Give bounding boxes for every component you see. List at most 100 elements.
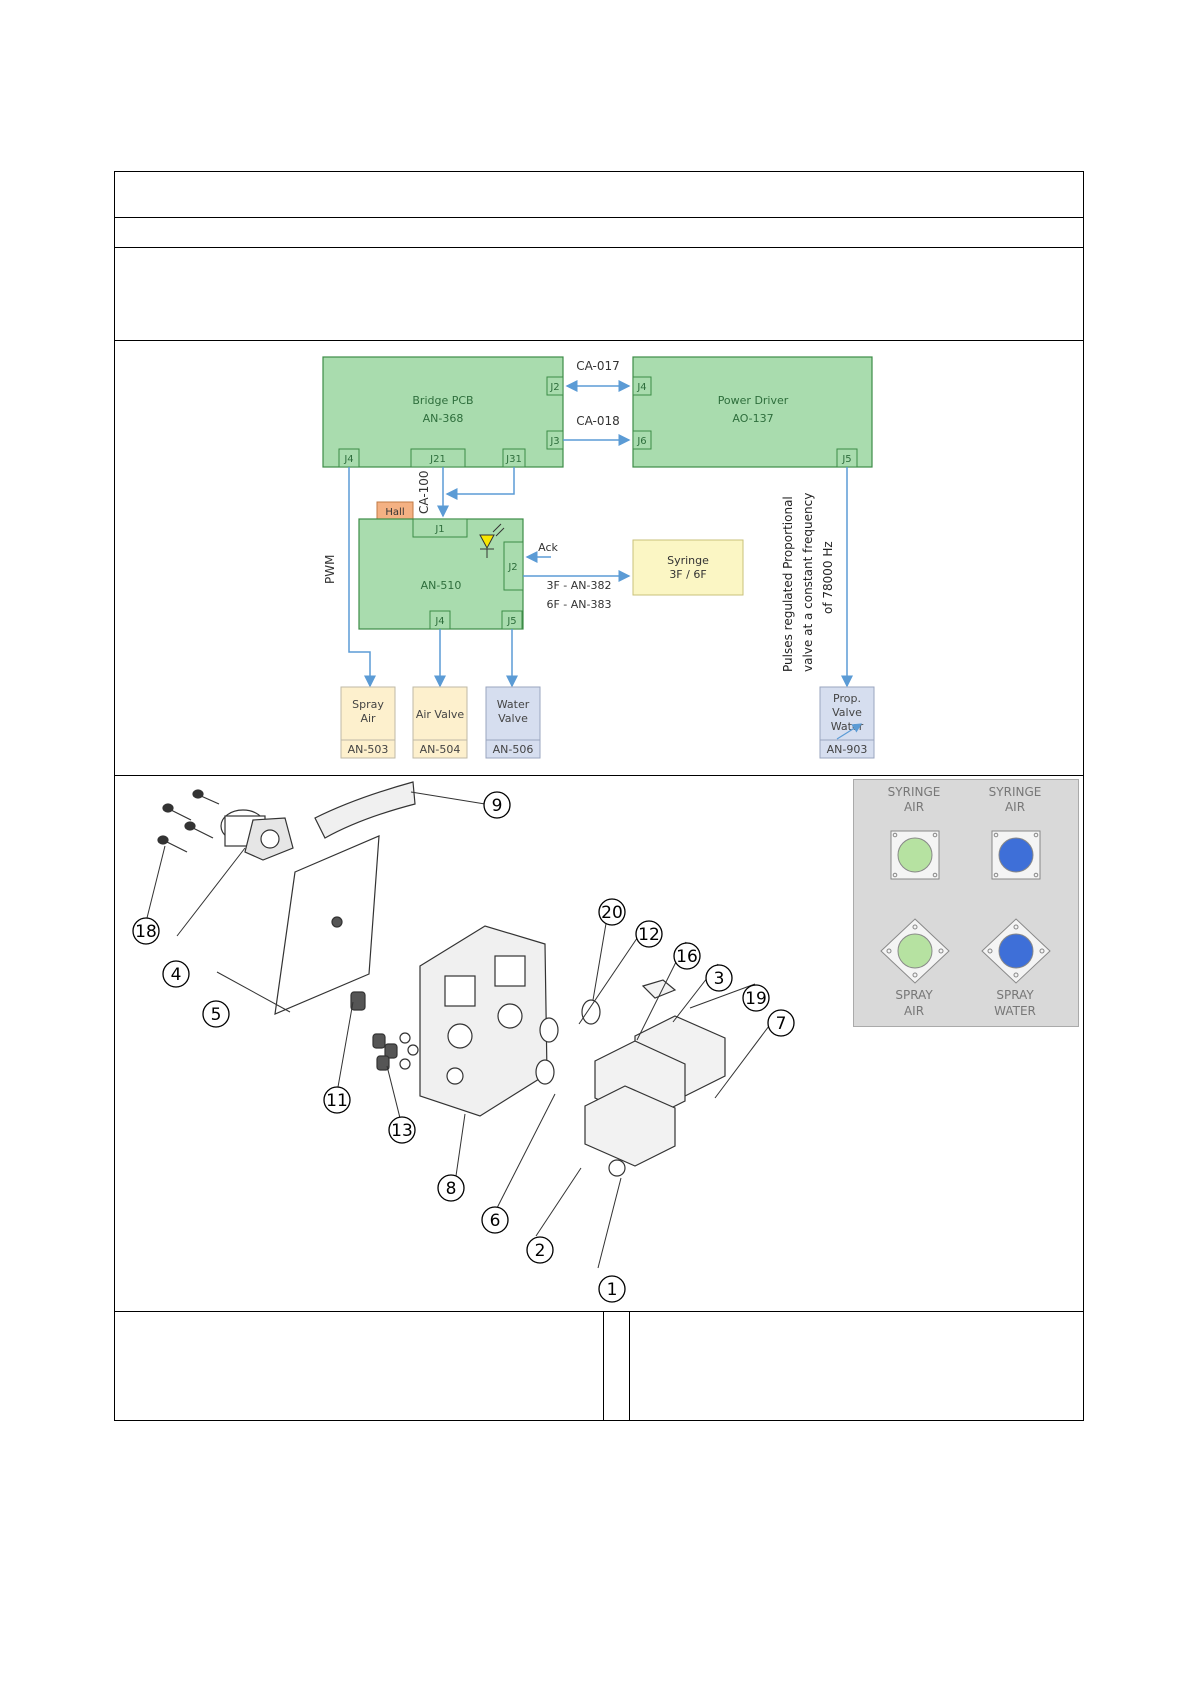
- screw-icon: [157, 789, 220, 853]
- bridge-j21-label: J21: [429, 454, 446, 465]
- valve-code: AN-506: [493, 743, 534, 756]
- syringe-line1: Syringe: [667, 554, 709, 567]
- power-j5-label: J5: [841, 454, 851, 465]
- pulse-note-line3: of 78000 Hz: [821, 541, 835, 614]
- col-divider: [603, 1311, 604, 1421]
- an382-label: 3F - AN-382: [546, 579, 611, 592]
- power-driver-name: Power Driver: [718, 394, 789, 407]
- ack-label: Ack: [538, 541, 558, 554]
- svg-text:6: 6: [490, 1211, 501, 1231]
- valve-line1: Spray: [352, 698, 384, 711]
- svg-text:19: 19: [745, 989, 767, 1009]
- exploded-assembly-drawing: 9 18 4 5 20 12 16 3 19 7 11 13 8 6 2 1: [132, 781, 795, 1303]
- bridge-j31-label: J31: [505, 454, 522, 465]
- svg-text:9: 9: [492, 796, 503, 816]
- svg-text:20: 20: [601, 903, 623, 923]
- bridge-j4-label: J4: [343, 454, 353, 465]
- spray-air-label-1: SPRAY: [895, 988, 933, 1002]
- callout-badge: 1: [598, 1275, 626, 1303]
- valve-line2: Air Valve: [416, 708, 465, 721]
- row-divider: [115, 247, 1083, 248]
- an510-j2-label: J2: [507, 562, 517, 573]
- row-divider: [115, 1311, 1083, 1312]
- row-divider: [115, 340, 1083, 341]
- valve-code: AN-503: [348, 743, 389, 756]
- fitting-icon: [350, 991, 419, 1071]
- ca-100-label: CA-100: [417, 470, 431, 514]
- valve-water: Water Valve AN-506: [485, 686, 541, 759]
- svg-text:16: 16: [676, 947, 698, 967]
- syringe-air-button[interactable]: [890, 830, 940, 880]
- svg-text:13: 13: [391, 1121, 413, 1141]
- syringe-water-button[interactable]: [991, 830, 1041, 880]
- valve-line1: Water: [497, 698, 530, 711]
- callout-badge: 4: [162, 960, 190, 988]
- callout-badge: 20: [598, 898, 626, 926]
- valve-air: Air Valve AN-504: [412, 686, 468, 759]
- document-frame: [114, 171, 1084, 1421]
- callout-badge: 11: [323, 1086, 351, 1114]
- syringe-air-label-2: AIR: [904, 800, 924, 814]
- block-diagram: Bridge PCB AN-368 J2 J3 J4 J21 J31 Power…: [322, 356, 875, 759]
- pulse-note-line2: valve at a constant frequency: [801, 493, 815, 672]
- svg-text:3: 3: [714, 969, 725, 989]
- an383-label: 6F - AN-383: [546, 598, 611, 611]
- callout-badge: 12: [635, 920, 663, 948]
- power-j4-label: J4: [636, 382, 646, 393]
- motor-coupling-icon: [220, 809, 294, 861]
- callout-badge: 6: [481, 1206, 509, 1234]
- svg-text:1: 1: [607, 1280, 618, 1300]
- syringe-water-label-1: SYRINGE: [989, 785, 1042, 799]
- valve-prop-water: Prop. Valve Water AN-903: [819, 686, 875, 759]
- callout-badge: 5: [202, 1000, 230, 1028]
- syringe-line2: 3F / 6F: [669, 568, 706, 581]
- callout-badge: 18: [132, 917, 160, 945]
- bridge-j2-label: J2: [549, 382, 559, 393]
- hall-label: Hall: [385, 507, 404, 518]
- callout-badge: 13: [388, 1116, 416, 1144]
- svg-text:7: 7: [776, 1014, 787, 1034]
- power-j6-label: J6: [636, 436, 646, 447]
- bridge-pcb-code: AN-368: [423, 412, 464, 425]
- mounting-plate-icon: [274, 835, 380, 1015]
- svg-text:12: 12: [638, 925, 660, 945]
- manifold-block-icon: [419, 925, 548, 1117]
- callout-badge: 16: [673, 942, 701, 970]
- power-driver-block: Power Driver AO-137 J4 J6 J5: [632, 356, 873, 468]
- svg-text:11: 11: [326, 1091, 348, 1111]
- pwm-label: PWM: [323, 555, 337, 584]
- spray-water-label-2: WATER: [994, 1004, 1036, 1018]
- callout-badge: 7: [767, 1009, 795, 1037]
- an510-block: AN-510 J1 J2 J4 J5: [358, 518, 524, 630]
- valve-spray-air: Spray Air AN-503: [340, 686, 396, 759]
- col-divider: [629, 1311, 630, 1421]
- bridge-pcb-block: Bridge PCB AN-368 J2 J3 J4 J21 J31: [322, 356, 564, 468]
- syringe-block: Syringe 3F / 6F: [632, 539, 744, 596]
- spray-water-label-1: SPRAY: [996, 988, 1034, 1002]
- an510-j1-label: J1: [434, 524, 444, 535]
- svg-text:5: 5: [211, 1005, 222, 1025]
- valve-line3: Water: [831, 720, 864, 733]
- ca-017-label: CA-017: [576, 359, 620, 373]
- syringe-water-label-2: AIR: [1005, 800, 1025, 814]
- pulse-note-line1: Pulses regulated Proportional: [781, 496, 795, 672]
- svg-text:18: 18: [135, 922, 157, 942]
- row-divider: [115, 775, 1083, 776]
- cover-icon: [314, 781, 416, 839]
- svg-text:8: 8: [446, 1179, 457, 1199]
- spray-water-button[interactable]: [981, 918, 1051, 984]
- syringe-air-label-1: SYRINGE: [888, 785, 941, 799]
- svg-text:4: 4: [171, 965, 182, 985]
- svg-text:2: 2: [535, 1241, 546, 1261]
- valve-line1: Prop.: [833, 692, 861, 705]
- solenoid-valve-icon: [584, 979, 726, 1177]
- led-icon: [479, 523, 505, 558]
- valve-line2: Air: [360, 712, 376, 725]
- spray-air-button[interactable]: [880, 918, 950, 984]
- spray-air-label-2: AIR: [904, 1004, 924, 1018]
- valve-line2: Valve: [832, 706, 862, 719]
- callout-badge: 9: [483, 791, 511, 819]
- bridge-j3-label: J3: [549, 436, 559, 447]
- an510-j5-label: J5: [506, 616, 516, 627]
- callout-badge: 2: [526, 1236, 554, 1264]
